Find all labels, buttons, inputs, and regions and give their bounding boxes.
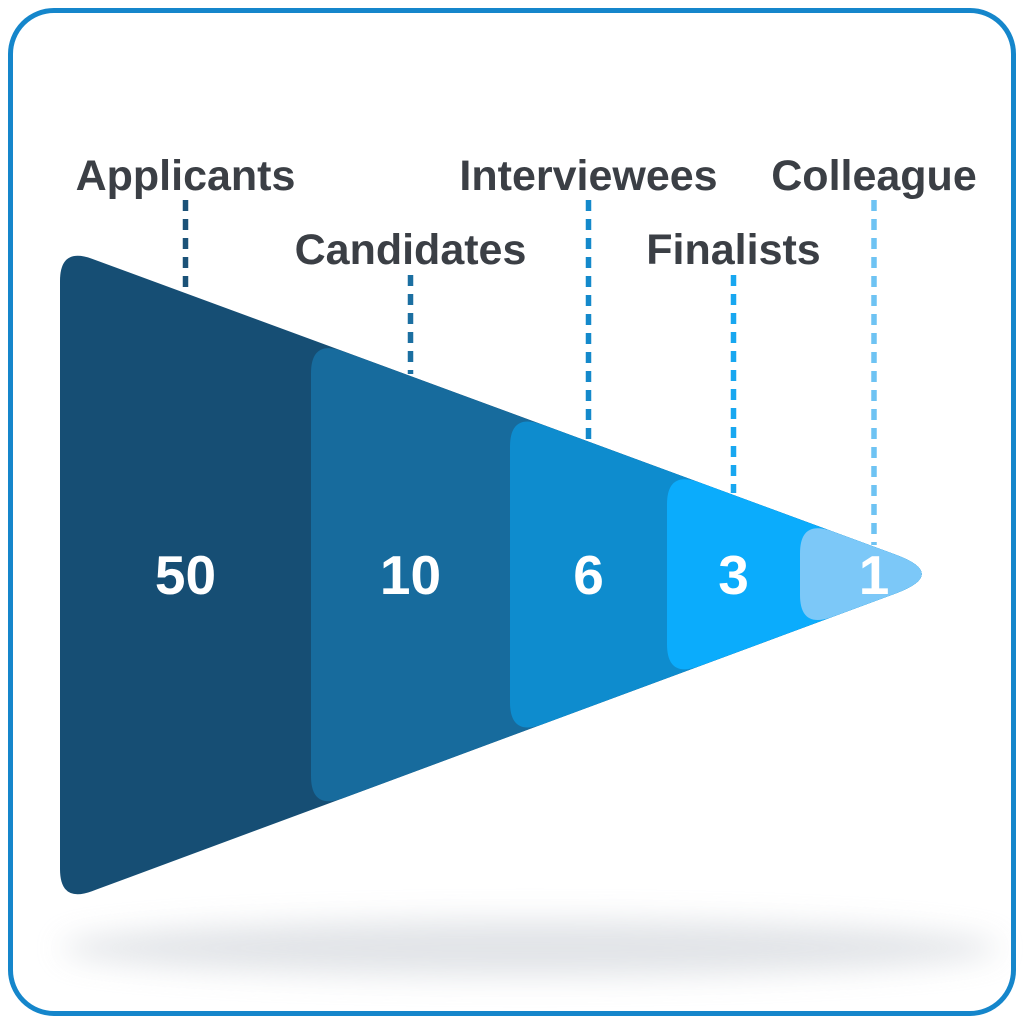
stage-labels: Applicants 50 Candidates 10 Interviewees 6 Fin… bbox=[76, 152, 977, 606]
stage-label-finalists: Finalists bbox=[646, 226, 820, 274]
funnel-segments bbox=[60, 255, 922, 895]
stage-value-interviewees: 6 bbox=[573, 544, 604, 606]
stage-value-candidates: 10 bbox=[380, 544, 441, 606]
leader-lines bbox=[182, 200, 877, 545]
stage-label-candidates: Candidates bbox=[295, 226, 527, 274]
funnel-segment-finalists bbox=[667, 479, 922, 670]
stage-label-applicants: Applicants bbox=[76, 152, 296, 200]
funnel-ground-shadow bbox=[60, 920, 1000, 976]
stage-value-applicants: 50 bbox=[155, 544, 216, 606]
stage-value-finalists: 3 bbox=[718, 544, 749, 606]
stage-label-colleague: Colleague bbox=[771, 152, 977, 200]
stage-value-colleague: 1 bbox=[859, 544, 890, 606]
funnel-segment-colleague bbox=[800, 528, 922, 621]
stage-label-interviewees: Interviewees bbox=[459, 152, 717, 200]
